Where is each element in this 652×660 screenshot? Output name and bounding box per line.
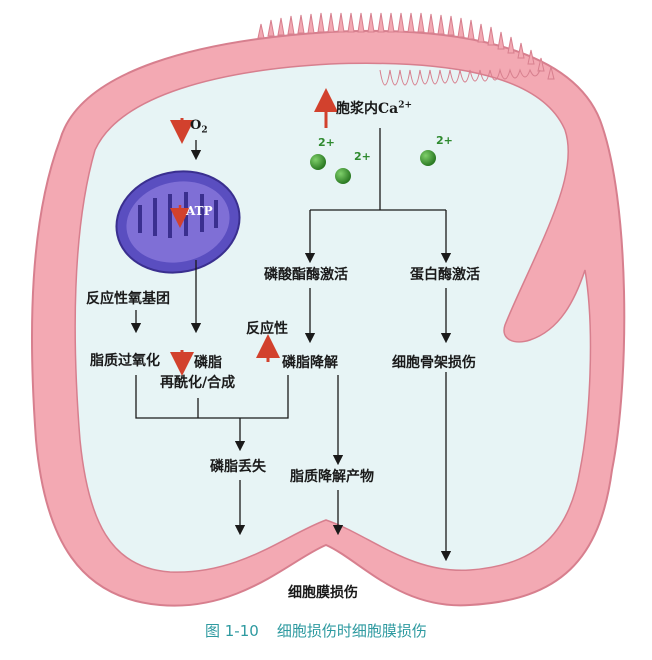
lipid-breakdown-products-label: 脂质降解产物 (290, 469, 374, 485)
calcium-ion (310, 154, 326, 170)
calcium-ion (420, 150, 436, 166)
protease-activation-label: 蛋白酶激活 (410, 267, 480, 283)
figure-caption: 图 1-10 细胞损伤时细胞膜损伤 (205, 620, 427, 641)
phospholipid-loss-label: 磷脂丢失 (210, 459, 266, 475)
calcium-ion (335, 168, 351, 184)
calcium-charge-label: 2+ (318, 136, 335, 149)
calcium-charge-label: 2+ (436, 134, 453, 147)
microvilli (257, 12, 555, 80)
reactive-oxygen-species-label: 反应性氧基团 (86, 291, 170, 307)
phospholipase-activation-label: 磷酸酯酶激活 (264, 267, 348, 283)
phospholipid-label: 磷脂 (194, 355, 222, 371)
reactivity-label: 反应性 (246, 321, 288, 337)
phospholipid-degradation-label: 磷脂降解 (282, 355, 338, 371)
pathway-lines (130, 128, 452, 562)
cytoskeleton-damage-label: 细胞骨架损伤 (392, 355, 476, 371)
microvilli-inner (379, 68, 541, 86)
lipid-peroxidation-label: 脂质过氧化 (90, 353, 160, 369)
cytosolic-calcium-label: 胞浆内Ca2+ (336, 100, 413, 117)
reacylation-synthesis-label: 再酰化/合成 (160, 375, 236, 391)
calcium-charge-label: 2+ (354, 150, 371, 163)
membrane-damage-label: 细胞膜损伤 (288, 585, 358, 601)
atp-label: ATP (186, 204, 213, 218)
figure-number: 图 1-10 (205, 622, 259, 640)
oxygen-label: O2 (190, 118, 208, 136)
figure-title: 细胞损伤时细胞膜损伤 (276, 622, 427, 640)
